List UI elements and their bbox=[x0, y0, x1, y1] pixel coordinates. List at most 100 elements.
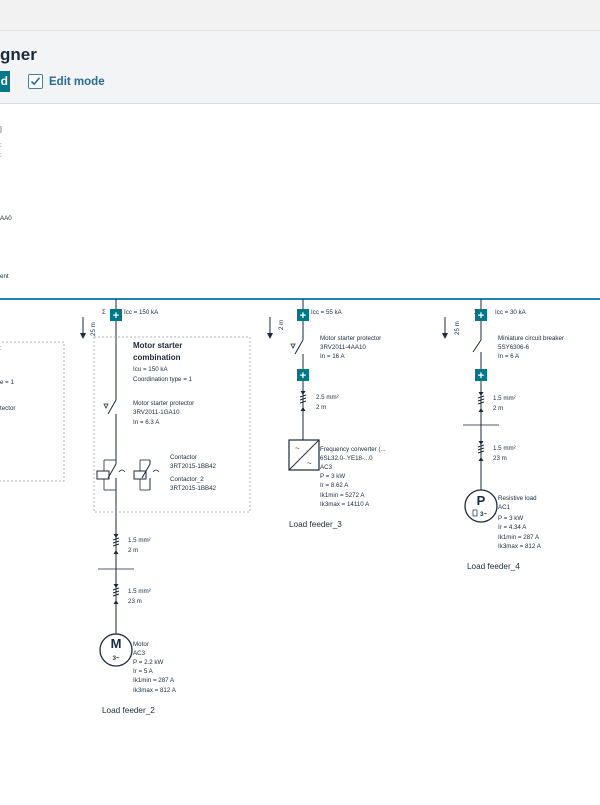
down-arrow-icon bbox=[442, 333, 448, 339]
contactor-symbols[interactable] bbox=[96, 459, 160, 491]
circuit-breaker-symbol[interactable] bbox=[472, 334, 486, 358]
cable-length: 23 m bbox=[128, 598, 142, 605]
plus-icon: + bbox=[478, 370, 484, 382]
cable-length: 23 m bbox=[493, 455, 507, 462]
load-ik1min: Ik1min = 287 A bbox=[133, 677, 175, 684]
icc-label: Icc = 30 kA bbox=[495, 309, 527, 316]
motor-phase: 3~ bbox=[112, 655, 119, 662]
cable-section: 1.5 mm² bbox=[128, 588, 151, 595]
top-bar bbox=[0, 0, 600, 31]
resistor-icon bbox=[472, 509, 478, 517]
load-power: P = 2.2 kW bbox=[133, 659, 163, 666]
feeder-name[interactable]: Load feeder_3 bbox=[289, 520, 342, 529]
contactor-order: 3RT2015-1BB42 bbox=[170, 485, 217, 492]
frequency-converter-icon[interactable]: ~ ~ bbox=[288, 439, 320, 471]
cable-icon[interactable] bbox=[112, 583, 120, 605]
load-phase: 3~ bbox=[480, 511, 487, 518]
load-ik3max: Ik3max = 812 A bbox=[133, 687, 177, 694]
cable-section: 1.5 mm² bbox=[128, 537, 151, 544]
checkmark-icon bbox=[30, 77, 41, 86]
protector-name: Motor starter protector bbox=[133, 400, 194, 407]
cable-section: 2.5 mm² bbox=[316, 394, 339, 401]
combination-coord: Coordination type = 1 bbox=[133, 376, 193, 383]
load-name: Frequency converter (... bbox=[320, 446, 386, 453]
diagram-canvas[interactable]: ] : : AA0 ent : e = 1 tector Σ Icc = 150… bbox=[0, 104, 600, 800]
length-label: 25 m bbox=[90, 322, 97, 336]
protector-name: Motor starter protector bbox=[320, 335, 381, 342]
combination-title: combination bbox=[133, 353, 181, 362]
load-name: Resistive load bbox=[498, 495, 537, 502]
down-arrow-icon bbox=[80, 333, 86, 339]
load-ik1min: Ik1min = 5272 A bbox=[320, 492, 365, 499]
load-class: AC3 bbox=[133, 650, 146, 657]
load-current: Ir = 8.62 A bbox=[320, 482, 349, 489]
contactor-name: Contactor bbox=[170, 454, 197, 461]
sum-symbol: Σ bbox=[102, 309, 106, 316]
motor-icon[interactable] bbox=[99, 633, 133, 667]
load-order: 6SL32.0-.YE18-...0 bbox=[320, 455, 373, 462]
edit-mode-label: Edit mode bbox=[49, 75, 105, 88]
load-feeder-4[interactable]: Σ Icc = 30 kA 25 m + Miniature circuit b… bbox=[442, 299, 564, 571]
load-class: AC1 bbox=[498, 504, 511, 511]
partial-feeder-text: e = 1 bbox=[0, 379, 14, 386]
node-button[interactable] bbox=[475, 369, 487, 381]
load-current: Ir = 5 A bbox=[133, 668, 154, 675]
combination-title: Motor starter bbox=[133, 341, 182, 350]
cable-icon[interactable] bbox=[299, 390, 307, 412]
protector-order: 3RV2011-1GA10 bbox=[133, 409, 180, 416]
down-arrow-icon bbox=[267, 333, 273, 339]
combination-box[interactable] bbox=[93, 336, 251, 513]
load-class: AC3 bbox=[320, 464, 333, 471]
left-panel-text: AA0 bbox=[0, 215, 12, 222]
edit-mode-checkbox[interactable] bbox=[28, 74, 43, 89]
header: gner bbox=[0, 31, 600, 104]
motor-symbol: M bbox=[111, 636, 122, 651]
node-button[interactable] bbox=[297, 369, 309, 381]
protector-order: 5SY6306-6 bbox=[498, 344, 530, 351]
left-panel-text: : bbox=[0, 142, 2, 149]
icc-label: Icc = 150 kA bbox=[124, 309, 159, 316]
page-title: gner bbox=[0, 45, 37, 64]
length-label: 25 m bbox=[454, 321, 461, 335]
load-ik3max: Ik3max = 812 A bbox=[498, 543, 542, 550]
partial-feeder-text: : bbox=[0, 345, 2, 352]
protector-rating: In = 6 A bbox=[498, 353, 520, 360]
motor-protector-symbol[interactable] bbox=[103, 394, 121, 420]
plus-icon: + bbox=[300, 310, 306, 322]
load-feeder-2[interactable]: Σ Icc = 150 kA 25 m + Motor starter comb… bbox=[80, 299, 251, 715]
cable-length: 2 m bbox=[316, 404, 326, 411]
single-line-diagram: ] : : AA0 ent : e = 1 tector Σ Icc = 150… bbox=[0, 126, 600, 715]
load-ik3max: Ik3max = 14110 A bbox=[320, 501, 370, 508]
load-power: P = 3 kW bbox=[320, 473, 345, 480]
load-name: Motor bbox=[133, 641, 149, 648]
motor-protector-symbol[interactable] bbox=[290, 334, 308, 360]
load-feeder-3[interactable]: Σ Icc = 55 kA 2 m + Motor starter protec… bbox=[267, 299, 386, 529]
contactor-order: 3RT2015-1BB42 bbox=[170, 463, 217, 470]
plus-icon: + bbox=[113, 310, 119, 322]
feeder-name[interactable]: Load feeder_2 bbox=[102, 706, 155, 715]
contactor-name: Contactor_2 bbox=[170, 476, 204, 483]
plus-icon: + bbox=[300, 370, 306, 382]
feeder-name[interactable]: Load feeder_4 bbox=[467, 562, 520, 571]
edit-mode-toggle[interactable]: Edit mode bbox=[28, 74, 105, 89]
icc-label: Icc = 55 kA bbox=[311, 309, 343, 316]
cable-section: 1.5 mm² bbox=[493, 395, 516, 402]
cable-icon[interactable] bbox=[477, 391, 485, 413]
cable-length: 2 m bbox=[128, 547, 138, 554]
protector-order: 3RV2011-4AA10 bbox=[320, 344, 366, 351]
partial-combination-box[interactable] bbox=[0, 341, 65, 482]
cable-icon[interactable] bbox=[477, 440, 485, 462]
node-button[interactable] bbox=[475, 309, 487, 321]
load-ik1min: Ik1min = 287 A bbox=[498, 534, 540, 541]
protector-rating: In = 6.3 A bbox=[133, 419, 160, 426]
primary-action-button[interactable]: d bbox=[0, 71, 10, 92]
left-panel-text: ent bbox=[0, 273, 9, 280]
load-current: Ir = 4.34 A bbox=[498, 524, 527, 531]
left-panel-text: : bbox=[0, 152, 2, 159]
node-button[interactable] bbox=[110, 309, 122, 321]
length-label: 2 m bbox=[278, 320, 285, 330]
node-button[interactable] bbox=[297, 309, 309, 321]
load-symbol: P bbox=[477, 493, 486, 508]
cable-icon[interactable] bbox=[112, 533, 120, 555]
svg-text:~: ~ bbox=[307, 459, 312, 468]
